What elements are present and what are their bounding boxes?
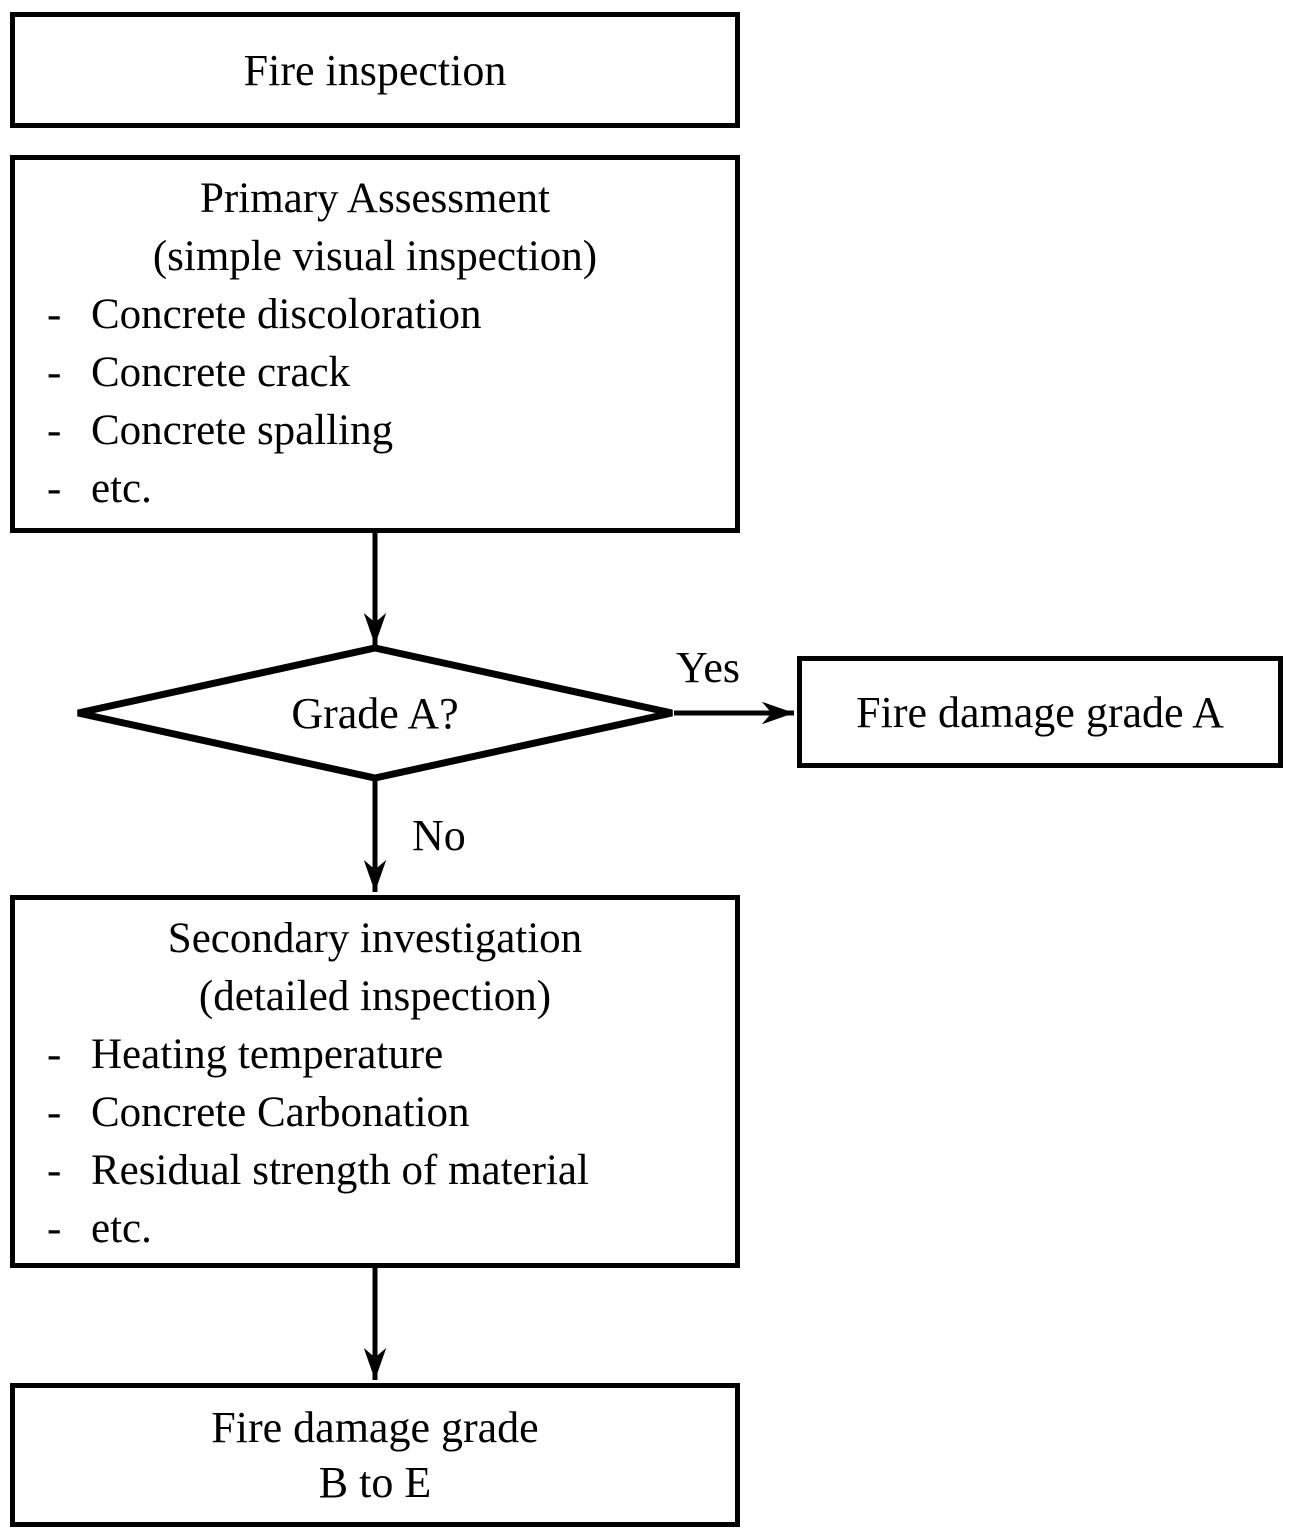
- decision-label: Grade A?: [291, 688, 459, 738]
- fire-damage-grade-a-box: Fire damage grade A: [797, 656, 1283, 768]
- list-bullet: -: [47, 407, 62, 454]
- list-item: - Heating temperature: [15, 1026, 735, 1084]
- fire-inspection-box: Fire inspection: [10, 12, 740, 128]
- list-bullet: -: [47, 465, 62, 512]
- list-item-label: etc.: [91, 1205, 152, 1252]
- list-item-label: Concrete discoloration: [91, 291, 482, 338]
- list-bullet: -: [47, 1205, 62, 1252]
- grade-a-decision-diamond: [77, 644, 673, 782]
- list-item-label: Heating temperature: [91, 1031, 444, 1078]
- list-item-label: Concrete Carbonation: [91, 1089, 470, 1136]
- list-item-label: Concrete crack: [91, 349, 351, 396]
- no-edge-label: No: [412, 811, 466, 861]
- list-item: - etc.: [15, 460, 735, 518]
- final-result-line1: Fire damage grade: [211, 1403, 539, 1452]
- list-bullet: -: [47, 1031, 62, 1078]
- list-item: - Residual strength of material: [15, 1142, 735, 1200]
- secondary-investigation-subtitle: (detailed inspection): [198, 973, 552, 1020]
- list-item: - Concrete discoloration: [15, 286, 735, 344]
- list-item-label: Concrete spalling: [91, 407, 394, 454]
- secondary-investigation-box: Secondary investigation (detailed inspec…: [10, 895, 740, 1268]
- yes-edge-label: Yes: [676, 643, 741, 693]
- list-item-label: Residual strength of material: [91, 1147, 589, 1194]
- fire-damage-grade-a-label: Fire damage grade A: [856, 687, 1224, 737]
- list-bullet: -: [47, 1147, 62, 1194]
- primary-assessment-title: Primary Assessment: [200, 175, 550, 222]
- fire-damage-grade-b-to-e-box: Fire damage grade B to E: [10, 1383, 740, 1527]
- fire-inspection-label: Fire inspection: [243, 45, 507, 95]
- list-item: - Concrete Carbonation: [15, 1084, 735, 1142]
- list-item: - Concrete spalling: [15, 402, 735, 460]
- list-item-label: etc.: [91, 465, 152, 512]
- list-item: - etc.: [15, 1200, 735, 1258]
- list-item: - Concrete crack: [15, 344, 735, 402]
- list-bullet: -: [47, 349, 62, 396]
- list-bullet: -: [47, 291, 62, 338]
- decision-label-wrap: Grade A?: [78, 648, 672, 778]
- primary-assessment-subtitle: (simple visual inspection): [152, 233, 598, 280]
- final-result-line2: B to E: [318, 1458, 432, 1507]
- secondary-investigation-title: Secondary investigation: [167, 915, 583, 962]
- list-bullet: -: [47, 1089, 62, 1136]
- primary-assessment-box: Primary Assessment (simple visual inspec…: [10, 155, 740, 533]
